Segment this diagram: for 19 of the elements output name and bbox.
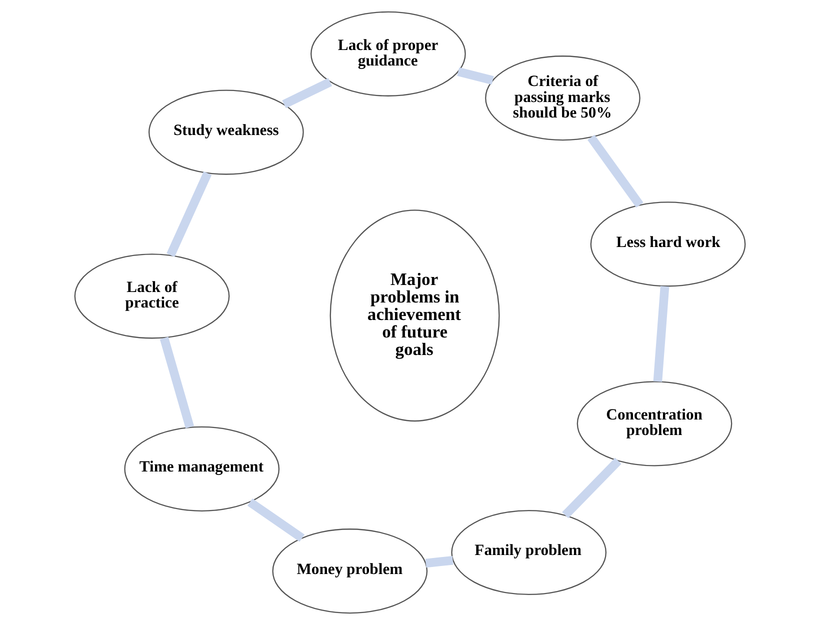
node-ellipse: Lack of practice — [74, 254, 230, 339]
connector — [159, 336, 194, 428]
connector — [652, 286, 669, 382]
node-ellipse: Time management — [124, 426, 280, 512]
connector — [586, 134, 643, 208]
node-ellipse: Major problems in achievement of future goals — [329, 210, 500, 422]
node-ellipse: Less hard work — [590, 202, 746, 287]
connector — [424, 556, 453, 568]
connector — [562, 458, 621, 518]
node-ellipse: Money problem — [272, 528, 428, 614]
connector — [166, 171, 212, 257]
node-ellipse: Family problem — [450, 510, 606, 596]
node-ellipse: Criteria of passing marks should be 50% — [484, 56, 640, 141]
connector — [456, 67, 494, 85]
connector — [246, 498, 304, 542]
node-ellipse: Lack of proper guidance — [310, 11, 466, 96]
connector — [282, 78, 332, 108]
node-ellipse: Concentration problem — [576, 381, 732, 466]
node-ellipse: Study weakness — [148, 90, 304, 175]
